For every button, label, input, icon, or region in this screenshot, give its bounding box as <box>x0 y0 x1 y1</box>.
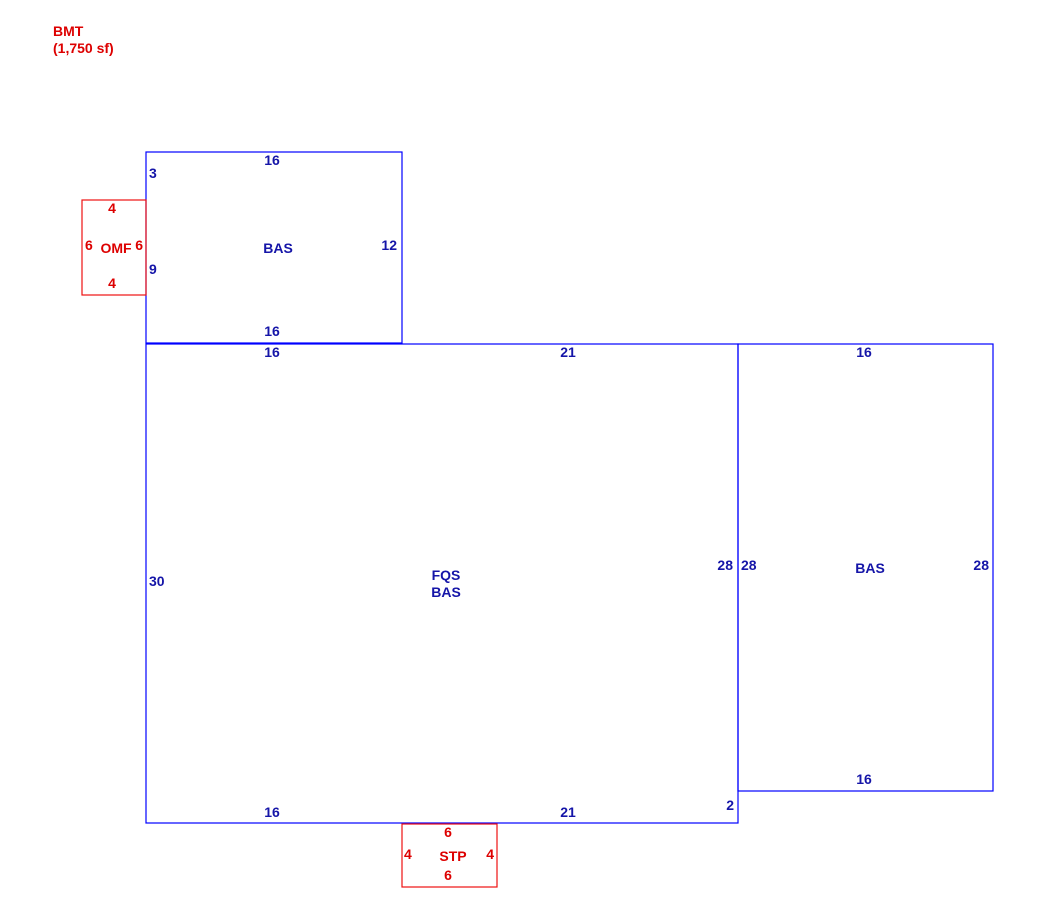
main-bas-dim-bottom-corner: 2 <box>726 797 734 813</box>
stp-area[interactable]: STP 6 6 4 4 <box>401 823 498 888</box>
stp-dim-right: 4 <box>486 846 494 862</box>
right-bas-dim-left: 28 <box>741 557 757 573</box>
right-bas-label: BAS <box>855 560 885 576</box>
stp-dim-left: 4 <box>404 846 412 862</box>
omf-area[interactable]: OMF 4 4 6 6 <box>81 199 147 296</box>
main-bas-label-line2: BAS <box>431 584 461 600</box>
upper-bas-dim-bottom: 16 <box>264 323 280 339</box>
sketch-title: BMT (1,750 sf) <box>53 23 114 57</box>
main-bas-dim-right: 28 <box>717 557 733 573</box>
right-bas-area[interactable]: BAS 16 16 28 28 <box>737 343 994 792</box>
floor-label: BMT <box>53 23 84 39</box>
stp-dim-bottom: 6 <box>444 867 452 883</box>
upper-bas-dim-left-upper: 3 <box>149 165 157 181</box>
upper-bas-dim-left-lower: 9 <box>149 261 157 277</box>
upper-bas-label: BAS <box>263 240 293 256</box>
main-bas-dim-bottom-left: 16 <box>264 804 280 820</box>
stp-outline <box>401 823 498 888</box>
omf-dim-top: 4 <box>108 200 116 216</box>
right-bas-dim-bottom: 16 <box>856 771 872 787</box>
main-bas-dim-top-left: 16 <box>264 344 280 360</box>
upper-bas-dim-right: 12 <box>381 237 397 253</box>
stp-label: STP <box>439 848 466 864</box>
omf-dim-right: 6 <box>135 237 143 253</box>
main-bas-dim-top-right: 21 <box>560 344 576 360</box>
main-bas-dim-left: 30 <box>149 573 165 589</box>
stp-dim-top: 6 <box>444 824 452 840</box>
omf-outline <box>81 199 147 296</box>
omf-dim-bottom: 4 <box>108 275 116 291</box>
right-bas-dim-right: 28 <box>973 557 989 573</box>
upper-bas-area[interactable]: BAS 16 16 12 3 9 <box>145 151 403 344</box>
right-bas-outline <box>737 343 994 792</box>
main-bas-area[interactable]: FQS BAS 16 21 30 28 16 21 2 <box>145 343 739 824</box>
omf-dim-left: 6 <box>85 237 93 253</box>
omf-label: OMF <box>100 240 132 256</box>
main-bas-label-line1: FQS <box>432 567 461 583</box>
area-label: (1,750 sf) <box>53 40 114 56</box>
main-bas-dim-bottom-right: 21 <box>560 804 576 820</box>
right-bas-dim-top: 16 <box>856 344 872 360</box>
upper-bas-dim-top: 16 <box>264 152 280 168</box>
